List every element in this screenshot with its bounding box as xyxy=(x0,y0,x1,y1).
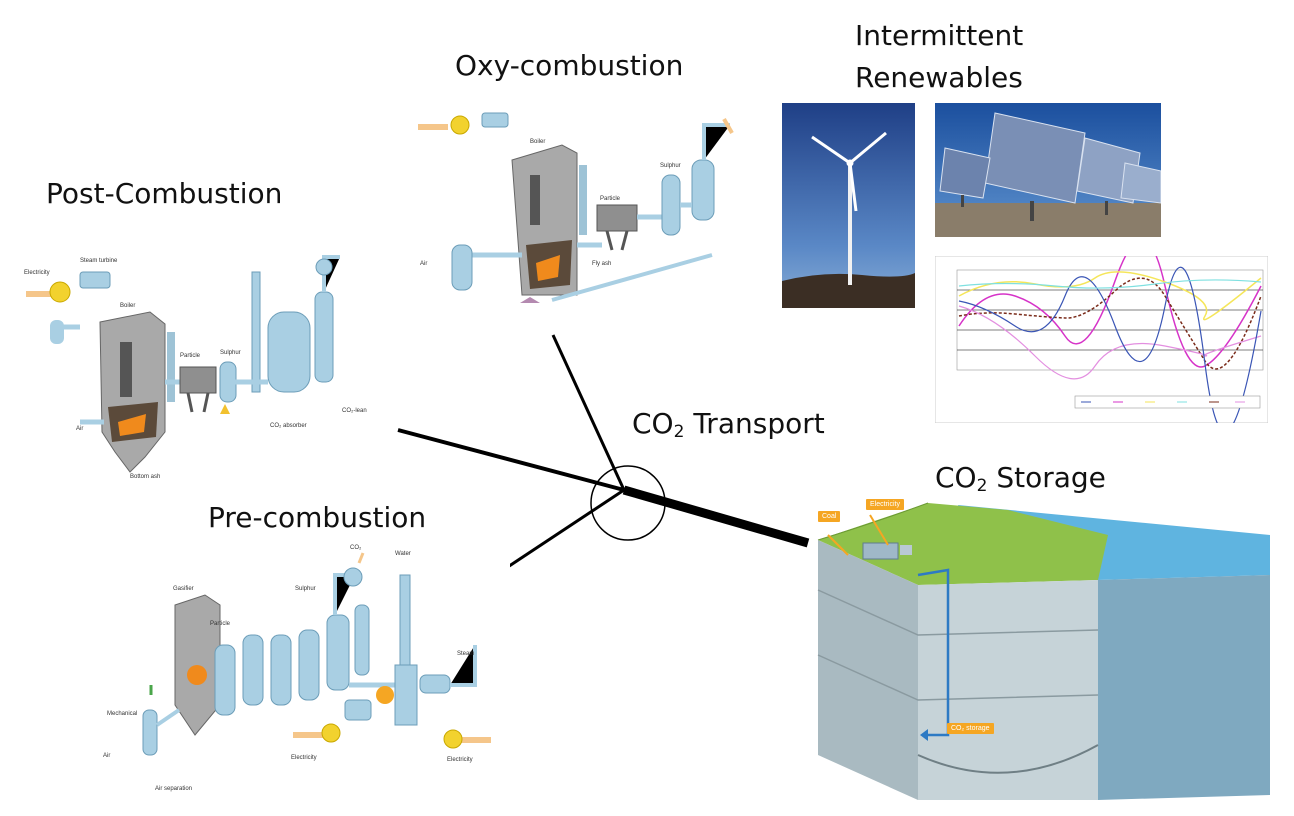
svg-text:Air: Air xyxy=(420,261,427,267)
storage-tag-co2-storage: CO₂ storage xyxy=(947,723,994,734)
svg-text:Bottom ash: Bottom ash xyxy=(130,474,160,480)
oxy-combustion-diagram: Boiler Particle Sulphur Air Fly ash xyxy=(412,105,742,305)
svg-text:Electricity: Electricity xyxy=(291,755,317,761)
post-combustion-title: Post-Combustion xyxy=(46,177,283,210)
svg-text:Boiler: Boiler xyxy=(530,139,545,145)
svg-text:Sulphur: Sulphur xyxy=(220,350,241,356)
co2-storage-title: CO2 Storage xyxy=(935,461,1106,496)
oxy-combustion-title: Oxy-combustion xyxy=(455,49,684,82)
svg-text:Particle: Particle xyxy=(210,621,231,627)
svg-text:Air separation: Air separation xyxy=(155,786,192,792)
svg-text:CO₂: CO₂ xyxy=(350,545,362,551)
line-to-storage xyxy=(622,485,810,548)
pre-combustion-title: Pre-combustion xyxy=(208,501,427,534)
svg-text:Electricity: Electricity xyxy=(447,757,473,763)
svg-text:Boiler: Boiler xyxy=(120,303,135,309)
svg-text:Fly ash: Fly ash xyxy=(592,261,611,267)
svg-text:Sulphur: Sulphur xyxy=(660,163,681,169)
svg-text:Sulphur: Sulphur xyxy=(295,586,316,592)
renewable-output-chart xyxy=(935,256,1268,423)
renewables-title-line2: Renewables xyxy=(855,61,1023,94)
svg-text:Particle: Particle xyxy=(600,196,621,202)
svg-text:Particle: Particle xyxy=(180,353,201,359)
transport-hub-circle xyxy=(590,465,666,541)
svg-text:Air: Air xyxy=(76,426,83,432)
svg-text:Water: Water xyxy=(395,551,411,557)
renewables-title-line1: Intermittent xyxy=(855,19,1024,52)
co2-transport-title: CO2 Transport xyxy=(632,407,825,442)
svg-text:CO₂ absorber: CO₂ absorber xyxy=(270,423,307,429)
svg-text:Steam: Steam xyxy=(457,651,474,657)
solar-panels-photo xyxy=(935,103,1161,237)
storage-tag-electricity: Electricity xyxy=(866,499,904,510)
svg-text:Gasifier: Gasifier xyxy=(173,586,194,592)
pre-combustion-diagram: Gasifier Particle Sulphur CO₂ Water Mech… xyxy=(95,535,510,810)
co2-storage-illustration xyxy=(817,502,1270,800)
line-to-oxy-combustion xyxy=(551,334,626,491)
post-combustion-diagram: Boiler Electricity Steam turbine Particl… xyxy=(20,232,390,482)
storage-tag-coal: Coal xyxy=(818,511,841,522)
svg-text:CO₂-lean: CO₂-lean xyxy=(342,408,367,414)
svg-text:Steam turbine: Steam turbine xyxy=(80,258,118,264)
svg-text:Electricity: Electricity xyxy=(24,270,50,276)
wind-turbine-photo xyxy=(782,103,915,308)
svg-text:Mechanical: Mechanical xyxy=(107,711,137,717)
line-to-post-combustion xyxy=(397,428,625,492)
svg-text:Air: Air xyxy=(103,753,110,759)
